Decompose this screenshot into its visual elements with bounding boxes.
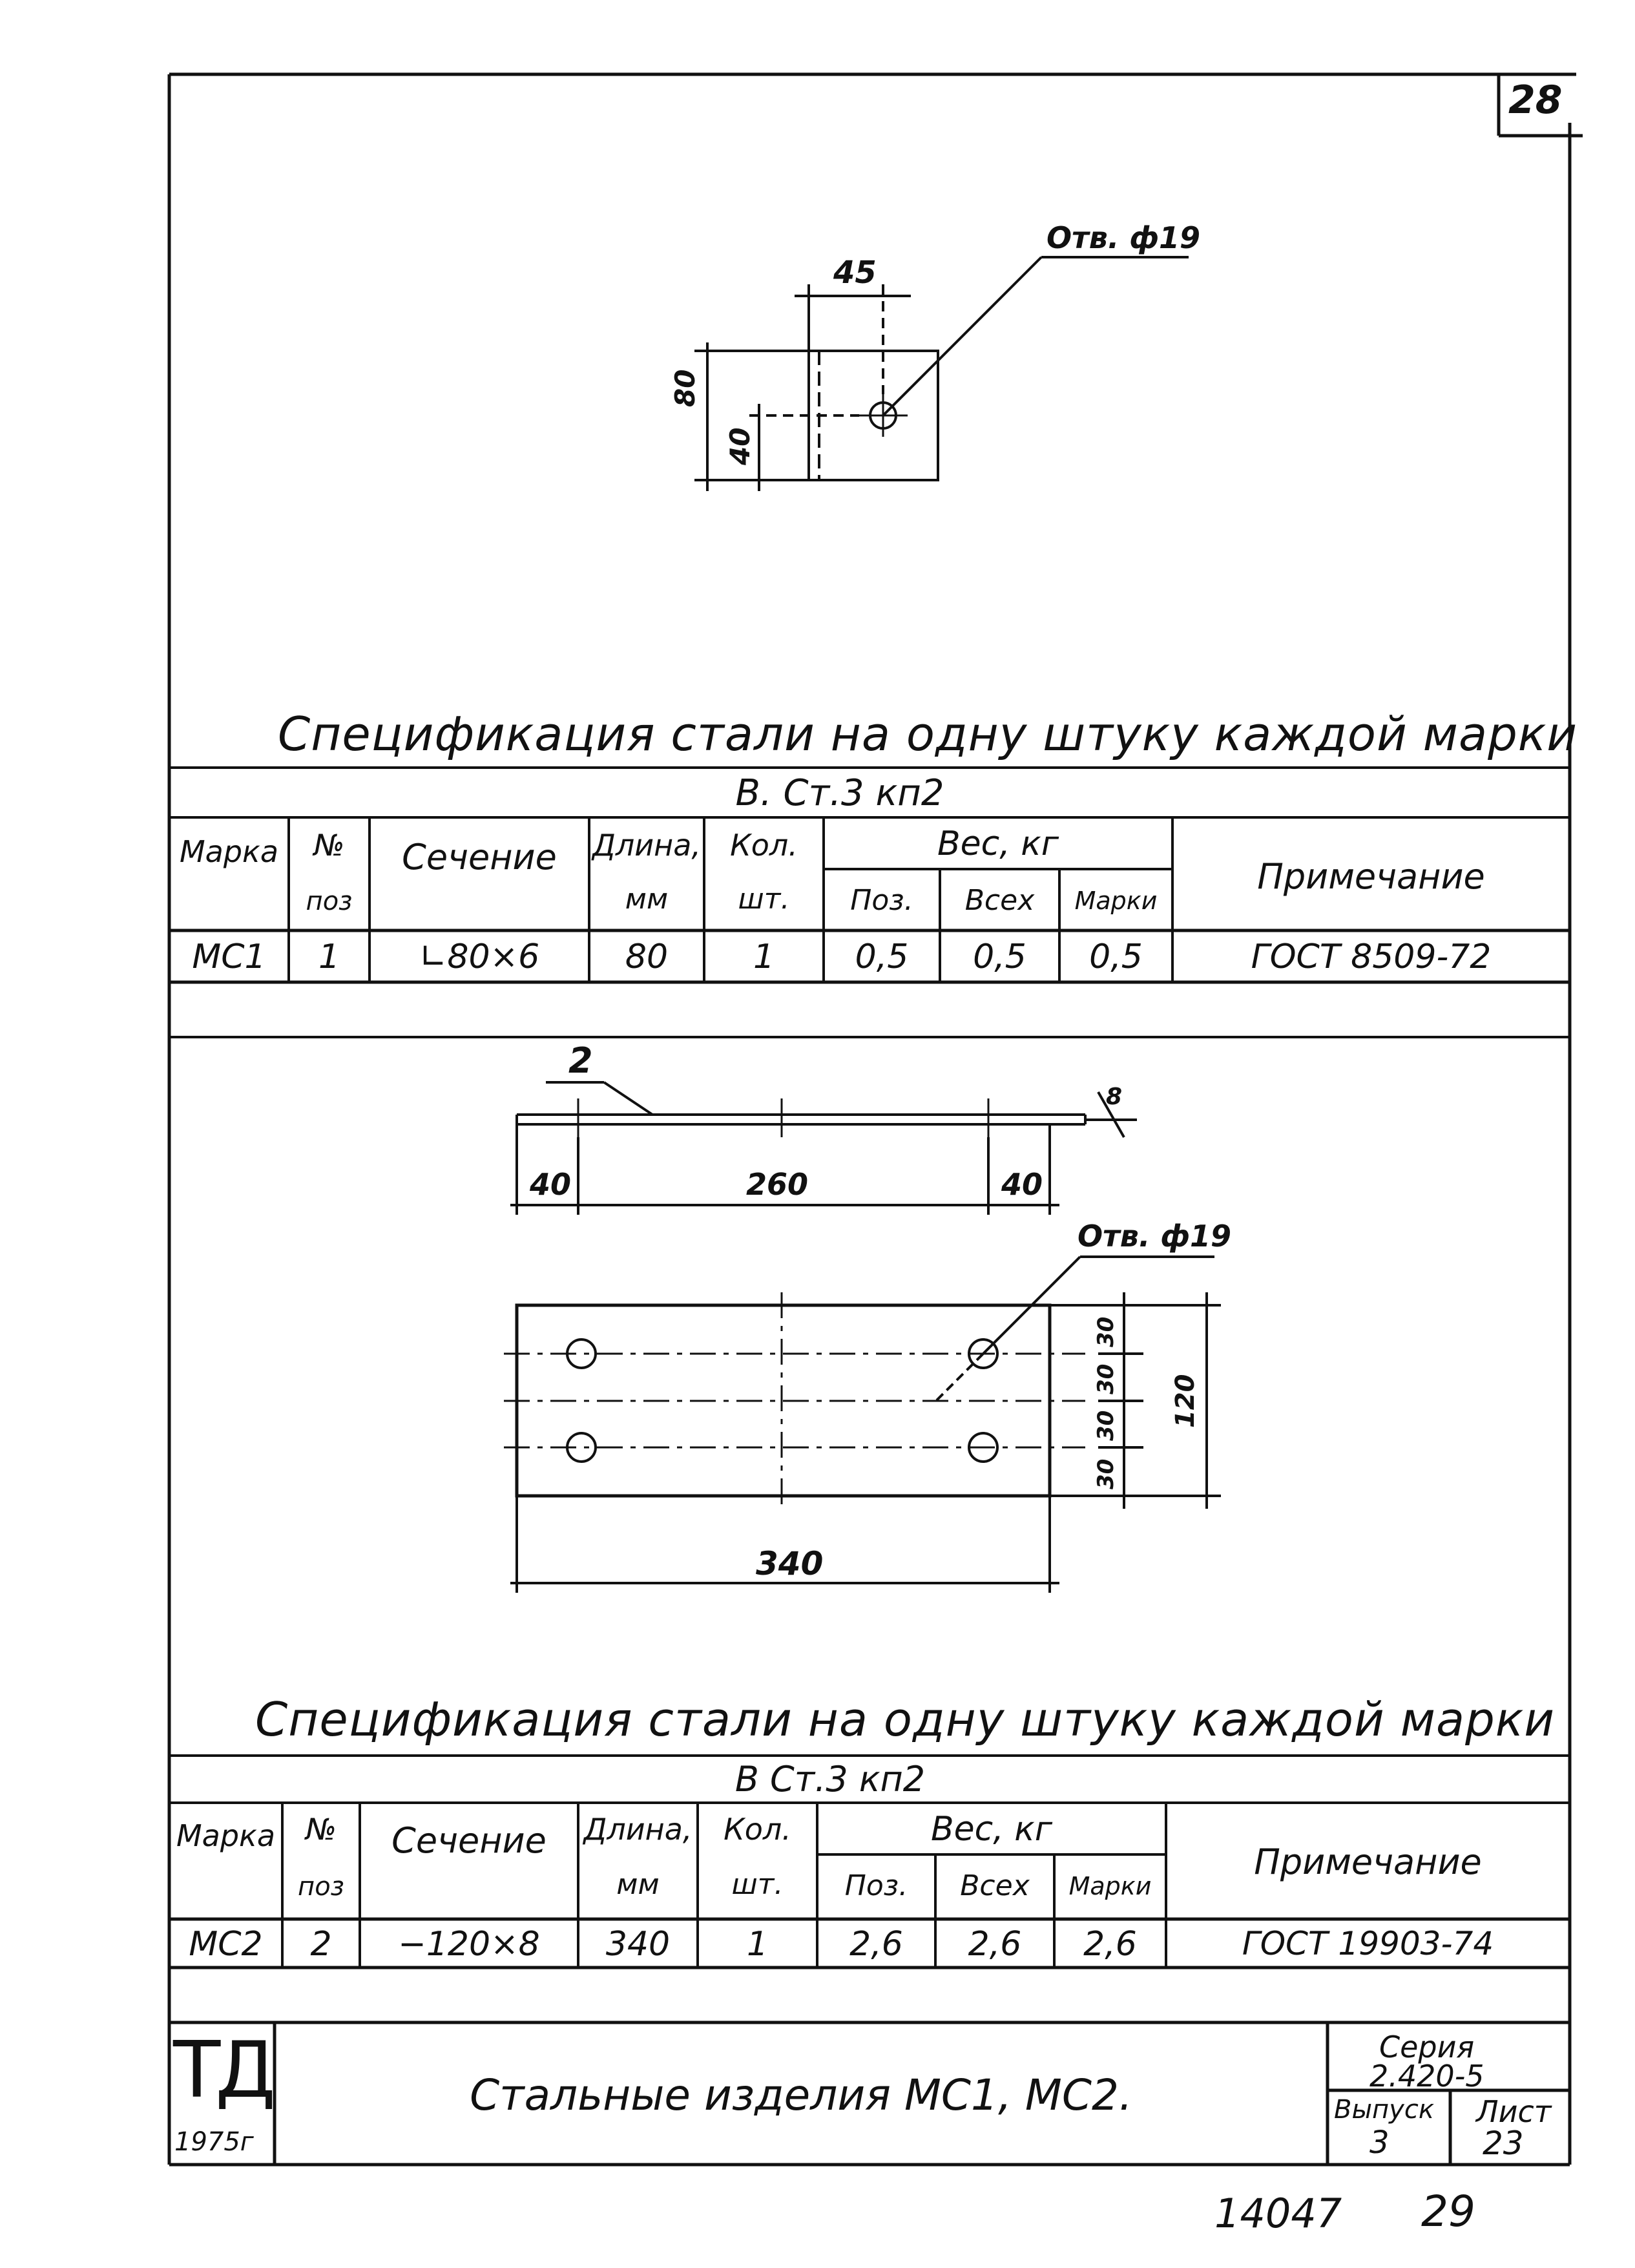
- issue-label: Выпуск: [1334, 2095, 1434, 2125]
- spec2-header-pos2: поз: [298, 1872, 344, 1902]
- spec1-cell-weight-mark: 0,5: [1089, 938, 1143, 976]
- spec2-steel-grade: В Ст.3 кп2: [734, 1759, 926, 1800]
- title-block-year: 1975г: [174, 2127, 254, 2157]
- drawing2-axes: [504, 1292, 1085, 1509]
- drawing2-dim-v4: 30: [1093, 1458, 1119, 1489]
- spec1-header-pos2: поз: [306, 887, 353, 916]
- spec1-header-length-unit: мм: [625, 883, 669, 916]
- spec1-header-note: Примечание: [1257, 856, 1485, 897]
- spec2-cell-weight-mark: 2,6: [1083, 1925, 1137, 1964]
- spec1-header-weight-all: Всех: [964, 884, 1035, 917]
- spec2-cell-weight-all: 2,6: [968, 1925, 1022, 1964]
- document-number: 14047: [1214, 2190, 1342, 2237]
- page-number: 29: [1421, 2187, 1475, 2236]
- spec1-cell-section: ∟80×6: [419, 938, 540, 976]
- spec2-header-note: Примечание: [1254, 1842, 1482, 1882]
- drawing2-dim-left: 40: [530, 1167, 572, 1202]
- spec1-title: Спецификация стали на одну штуку каждой …: [278, 707, 1578, 761]
- sheet-value: 23: [1483, 2125, 1524, 2162]
- spec1-header-mark: Марка: [179, 834, 279, 869]
- spec1-header-qty-unit: шт.: [738, 883, 790, 916]
- drawing2-dim-total-height: 120: [1171, 1374, 1200, 1429]
- title-block-logo: ТД: [173, 2026, 276, 2116]
- spec1-cell-pos: 1: [318, 938, 340, 976]
- spec2-header-qty: Кол.: [724, 1812, 791, 1847]
- spec2-cell-qty: 1: [746, 1925, 769, 1964]
- drawing2-dim-v1: 30: [1093, 1316, 1119, 1347]
- drawing1-dim-left-inner: 40: [724, 427, 756, 465]
- spec2-title: Спецификация стали на одну штуку каждой …: [255, 1692, 1556, 1747]
- drawing2-hole-label: Отв. ф19: [1078, 1219, 1232, 1254]
- drawing2-thickness: 8: [1106, 1084, 1123, 1110]
- spec1-cell-note: ГОСТ 8509-72: [1251, 938, 1492, 976]
- drawing2-dim-mid: 260: [746, 1167, 809, 1202]
- spec2-cell-pos: 2: [310, 1925, 332, 1964]
- spec1-cell-qty: 1: [753, 938, 775, 976]
- spec2-cell-weight-pos: 2,6: [849, 1925, 903, 1964]
- series-value: 2.420-5: [1369, 2059, 1484, 2094]
- spec1-header-weight-mark: Марки: [1074, 887, 1158, 915]
- spec1-header-weight: Вес, кг: [937, 824, 1059, 863]
- drawing2-holes: [566, 1255, 1214, 1463]
- sheet-label: Лист: [1476, 2094, 1552, 2129]
- spec1-grid: [169, 766, 1570, 1038]
- spec2-header-weight-pos: Поз.: [844, 1869, 908, 1902]
- spec1-cell-weight-all: 0,5: [973, 938, 1026, 976]
- spec2-header-qty-unit: шт.: [731, 1868, 784, 1901]
- title-block-grid: [169, 2021, 1570, 2165]
- series-label: Серия: [1379, 2030, 1475, 2064]
- spec1-cell-weight-pos: 0,5: [855, 938, 909, 976]
- drawing2-pos-label: 2: [568, 1040, 593, 1081]
- spec1-header-section: Сечение: [402, 837, 557, 877]
- spec2-header-mark: Марка: [176, 1818, 276, 1853]
- spec1-header-weight-pos: Поз.: [850, 884, 913, 917]
- spec2-cell-mark: МС2: [189, 1925, 263, 1964]
- spec2-header-weight: Вес, кг: [930, 1810, 1053, 1849]
- drawing1-hole-label: Отв. ф19: [1047, 220, 1201, 255]
- spec2-cell-section: −120×8: [398, 1925, 540, 1964]
- drawing2-side: [510, 1081, 1137, 1215]
- spec1-header-qty: Кол.: [730, 828, 798, 863]
- spec1-header-pos: №: [313, 828, 345, 863]
- drawing2-dim-total-width: 340: [756, 1545, 824, 1582]
- drawing1-shape: [694, 256, 1189, 491]
- drawing1-dim-left-outer: 80: [669, 369, 701, 407]
- spec2-cell-note: ГОСТ 19903-74: [1242, 1925, 1494, 1962]
- spec2-header-length: Длина,: [583, 1812, 693, 1847]
- issue-value: 3: [1369, 2125, 1390, 2161]
- title-block-title: Стальные изделия МС1, МС2.: [470, 2070, 1132, 2120]
- drawing1-dim-top: 45: [833, 255, 877, 291]
- spec1-header-length: Длина,: [592, 828, 702, 863]
- spec1-cell-mark: МС1: [192, 938, 266, 976]
- drawing2-dims: [510, 1292, 1221, 1593]
- spec2-header-section: Сечение: [391, 1820, 547, 1861]
- spec1-steel-grade: В. Ст.3 кп2: [735, 772, 944, 814]
- spec1-cell-length: 80: [625, 938, 669, 976]
- spec2-header-weight-all: Всех: [960, 1869, 1030, 1902]
- spec2-header-length-unit: мм: [616, 1868, 660, 1901]
- drawing2-dim-v2: 30: [1093, 1363, 1119, 1394]
- drawing2-dim-v3: 30: [1093, 1410, 1119, 1441]
- sheet-corner-number: 28: [1508, 78, 1563, 123]
- spec2-cell-length: 340: [605, 1925, 671, 1964]
- spec2-header-weight-mark: Марки: [1068, 1872, 1152, 1900]
- spec2-header-pos: №: [306, 1812, 337, 1847]
- drawing2-dim-right: 40: [1001, 1167, 1043, 1202]
